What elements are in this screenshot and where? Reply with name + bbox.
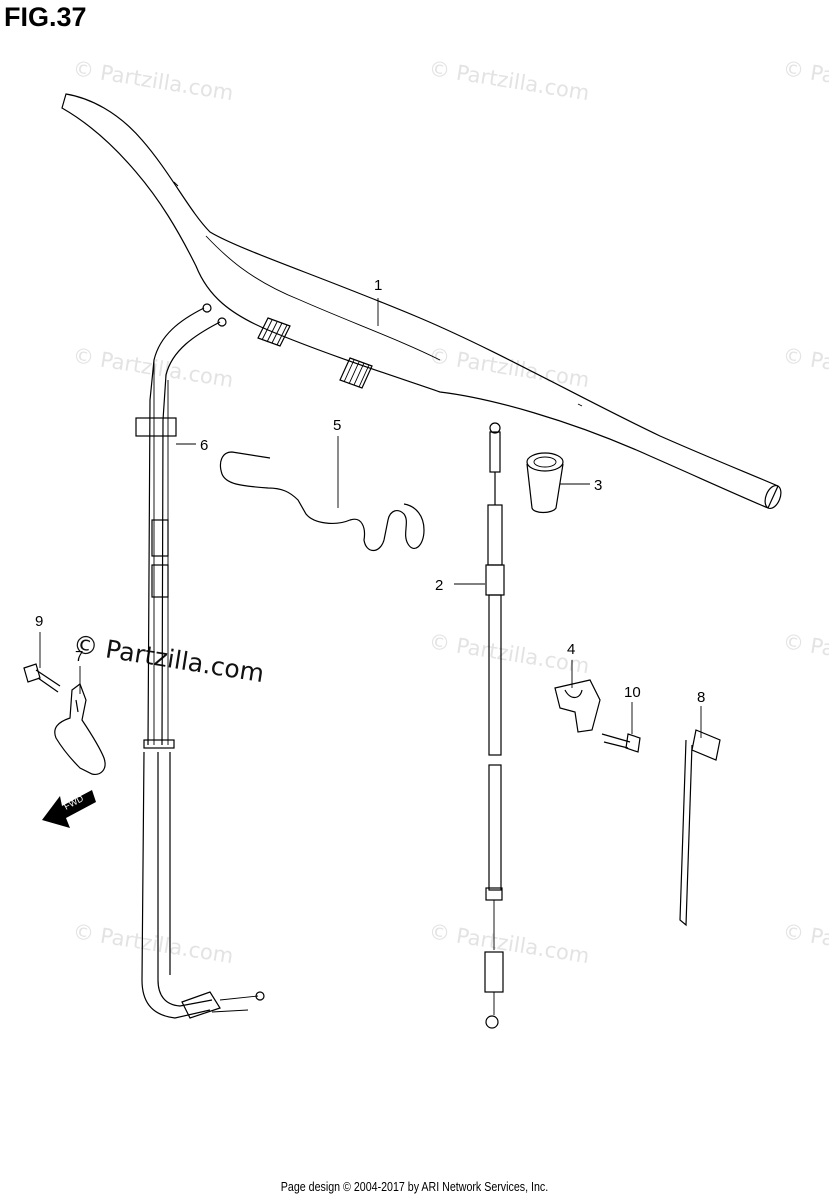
leader-lines (39, 298, 702, 738)
watermark-layer: © Partzilla.com © Partzilla.com © Partzi… (71, 56, 829, 968)
callout-7: 7 (75, 648, 83, 665)
bolt-left (23, 663, 61, 693)
watermark: © Partzilla.com (427, 919, 591, 968)
clutch-cable (484, 422, 505, 1029)
callout-6: 6 (200, 437, 208, 454)
watermark-main: © Partzilla.com (71, 629, 266, 688)
callout-1: 1 (374, 277, 382, 294)
cable-guide-bracket (54, 683, 106, 775)
watermark: © Partzilla.com (71, 56, 235, 105)
callout-3: 3 (594, 477, 602, 494)
fwd-arrow-icon: FWD (42, 790, 96, 828)
grip-end-cap (526, 452, 564, 514)
watermark: © Partzilla.com (781, 919, 829, 968)
figure-title: FIG.37 (4, 2, 87, 32)
callouts: 1 2 3 4 5 6 7 8 9 10 (35, 277, 705, 706)
throttle-cable-assembly (135, 303, 265, 1019)
footer-copyright: Page design © 2004-2017 by ARI Network S… (280, 1179, 549, 1194)
bolt-right (601, 733, 641, 753)
watermark: © Partzilla.com (427, 56, 591, 105)
callout-4: 4 (567, 641, 575, 658)
watermark: © Partzilla.com (781, 56, 829, 105)
callout-9: 9 (35, 613, 43, 630)
callout-8: 8 (697, 689, 705, 706)
callout-5: 5 (333, 417, 341, 434)
watermark: © Partzilla.com (71, 919, 235, 968)
cable-tie (679, 729, 721, 927)
cable-guide-clamp (554, 679, 601, 733)
knurl-right (339, 357, 373, 389)
handlebar (61, 93, 782, 510)
watermark: © Partzilla.com (427, 343, 591, 392)
wire-clip (219, 451, 425, 552)
callout-10: 10 (624, 684, 641, 701)
knurl-left (257, 317, 291, 347)
callout-2: 2 (435, 577, 443, 594)
watermark: © Partzilla.com (781, 629, 829, 678)
watermark: © Partzilla.com (781, 343, 829, 392)
